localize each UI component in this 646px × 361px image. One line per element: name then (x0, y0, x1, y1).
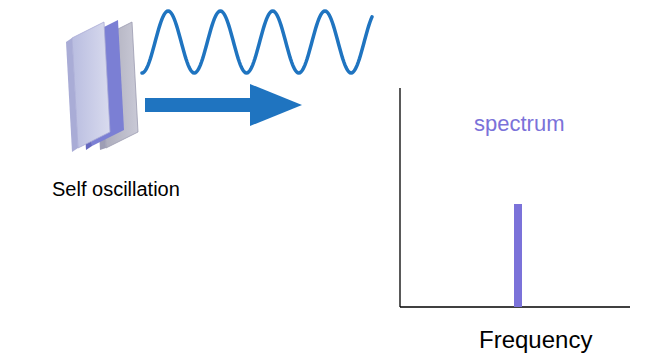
plot-title: spectrum (474, 111, 564, 136)
axis-label: Frequency (479, 326, 592, 354)
device-caption: Self oscillation (52, 178, 180, 201)
oscillator-device (66, 20, 138, 152)
emission-arrow (145, 84, 302, 126)
spectrum-line (514, 204, 522, 307)
emitted-wave (142, 11, 372, 73)
spectrum-axes (400, 88, 630, 307)
